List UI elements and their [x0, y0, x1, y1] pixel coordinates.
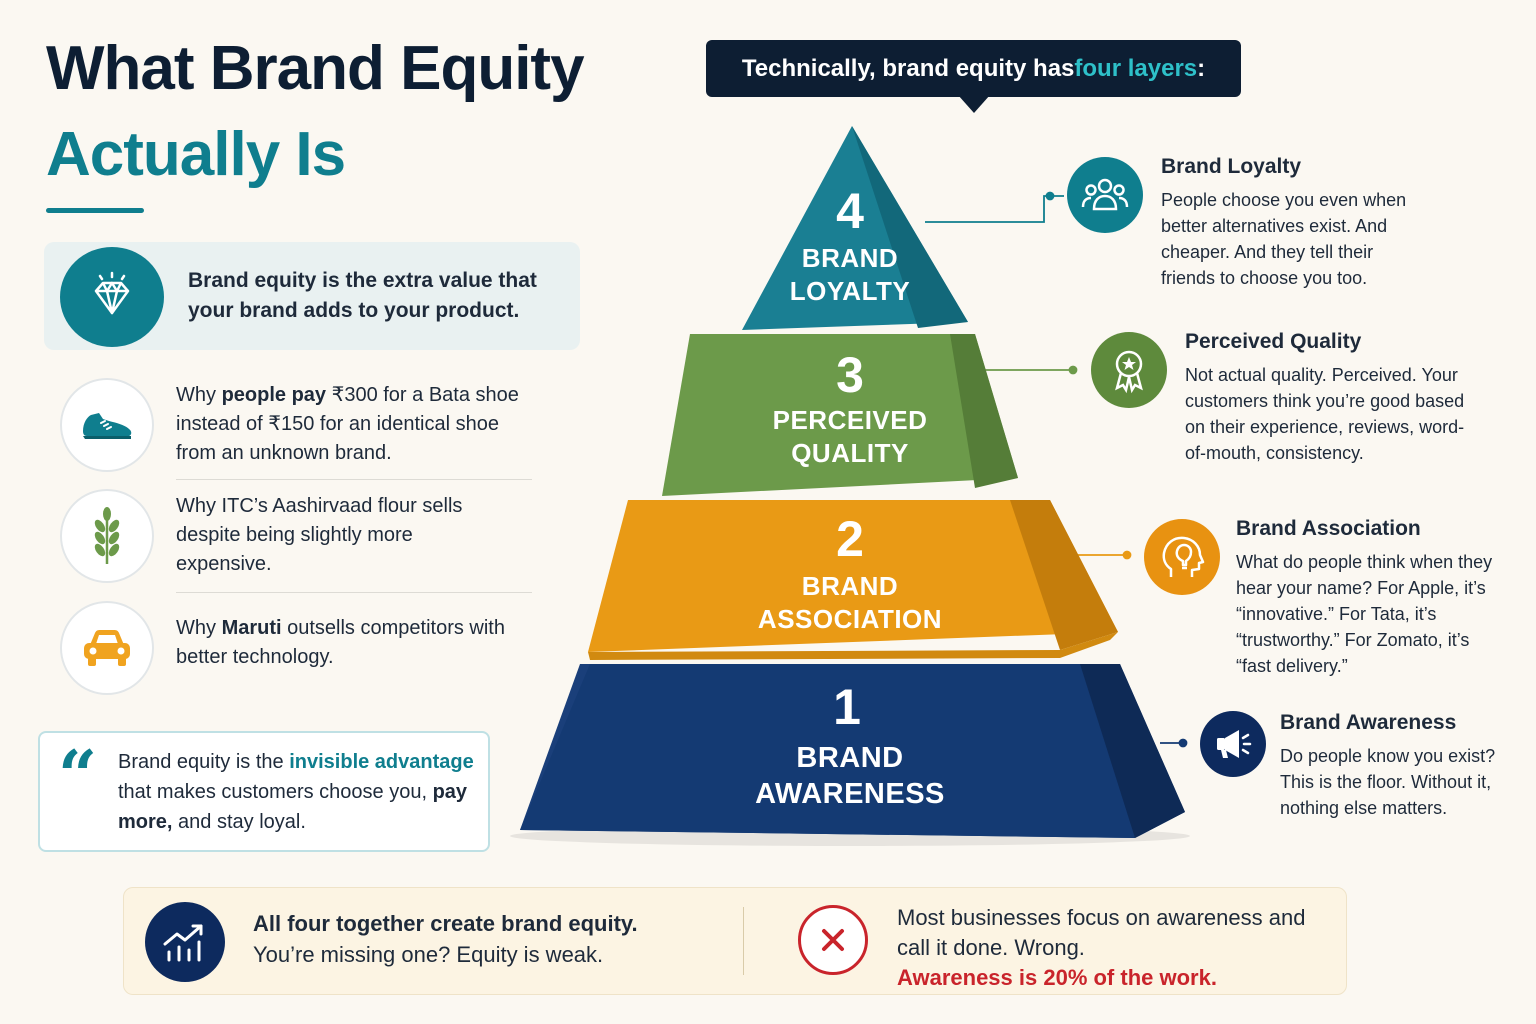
warning-red-text: Awareness is 20% of the work. — [897, 965, 1217, 990]
diamond-icon — [60, 247, 164, 347]
definition-text: Brand equity is the extra value that you… — [188, 269, 537, 322]
quote-mark-icon: “ — [58, 736, 98, 816]
close-x-icon — [798, 905, 868, 975]
example-divider — [176, 592, 532, 593]
pyramid-tier-2 — [588, 500, 1118, 660]
layer-desc-awareness: Do people know you exist? This is the fl… — [1280, 746, 1496, 818]
summary-bold-text: All four together create brand equity. — [253, 911, 638, 936]
pyramid-tier-3 — [662, 334, 1018, 496]
lightbulb-head-icon — [1144, 519, 1220, 595]
layer-desc-quality: Not actual quality. Perceived. Your cust… — [1185, 365, 1465, 463]
wheat-icon — [60, 489, 154, 583]
tier-1-number: 1 — [833, 679, 861, 735]
people-group-icon — [1067, 157, 1143, 233]
warning-text: Most businesses focus on awareness and c… — [897, 903, 1327, 993]
example-flour-text: Why ITC’s Aashirvaad flour sells despite… — [176, 495, 463, 575]
summary-divider — [743, 907, 744, 975]
title-underline — [46, 208, 144, 213]
megaphone-icon — [1200, 711, 1266, 777]
layer-desc-loyalty: People choose you even when better alter… — [1161, 190, 1407, 288]
summary-bar — [123, 887, 1347, 995]
tier-3-number: 3 — [836, 347, 864, 403]
quote-text: Brand equity is the invisible advantage … — [118, 751, 474, 833]
shoe-icon — [60, 378, 154, 472]
page-title-line1: What Brand Equity — [46, 34, 585, 103]
layer-title-association: Brand Association — [1236, 517, 1421, 540]
callout-tail — [958, 95, 990, 113]
pyramid-tier-1 — [520, 664, 1185, 838]
layers-callout: Technically, brand equity has four layer… — [706, 40, 1241, 97]
page-title-line2: Actually Is — [46, 120, 346, 189]
quote-box — [38, 731, 490, 852]
example-shoe-text: Why people pay ₹300 for a Bata shoe inst… — [176, 384, 519, 464]
growth-chart-icon — [145, 902, 225, 982]
layer-desc-association: What do people think when they hear your… — [1236, 552, 1493, 676]
example-divider — [176, 479, 532, 480]
award-ribbon-icon — [1091, 332, 1167, 408]
pyramid-tier-4 — [742, 126, 968, 330]
example-maruti-text: Why Maruti outsells competitors with bet… — [176, 617, 505, 668]
layer-title-quality: Perceived Quality — [1185, 330, 1362, 353]
layer-title-awareness: Brand Awareness — [1280, 711, 1457, 734]
tier-2-number: 2 — [836, 511, 864, 567]
tier-4-number: 4 — [836, 183, 864, 239]
layer-title-loyalty: Brand Loyalty — [1161, 155, 1302, 178]
summary-text: You’re missing one? Equity is weak. — [253, 942, 604, 967]
car-icon — [60, 601, 154, 695]
